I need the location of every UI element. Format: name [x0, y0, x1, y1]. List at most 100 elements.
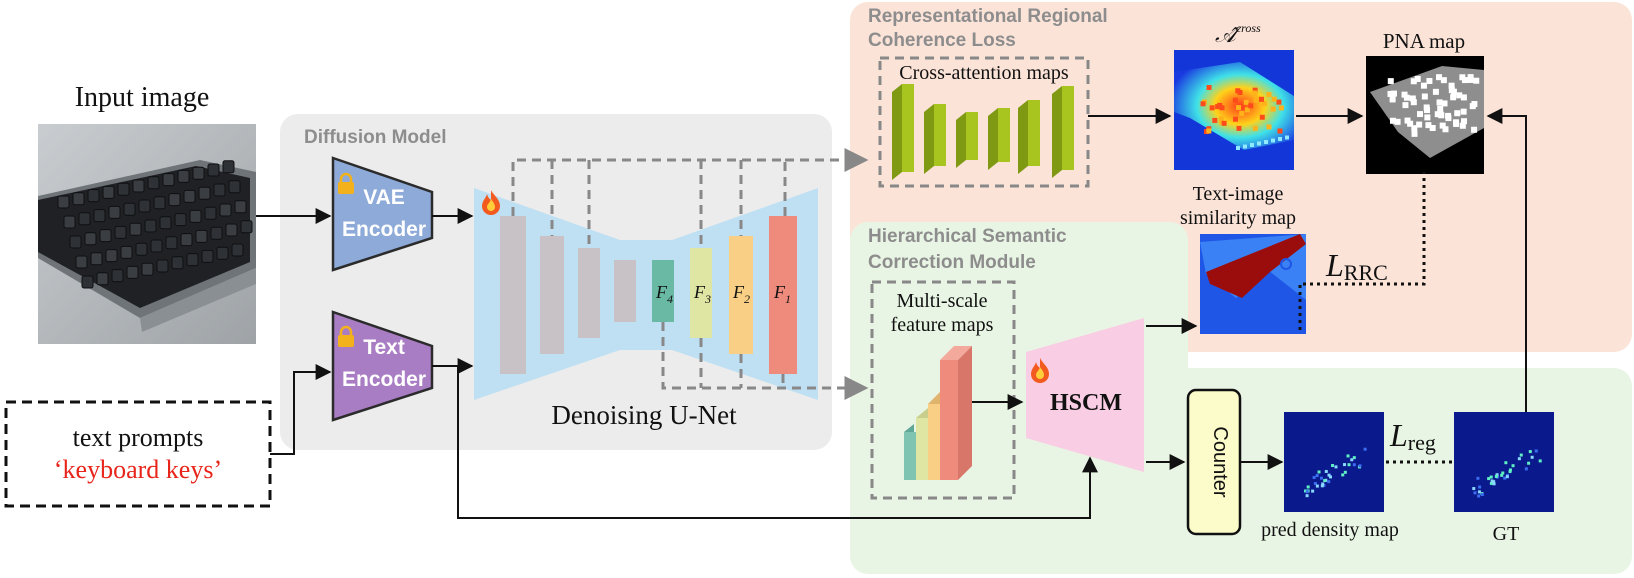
heat-speck: [1271, 138, 1275, 143]
pred-density-map: [1284, 412, 1384, 512]
text-encoder-line1: Text: [363, 336, 405, 359]
pna-pixel: [1450, 94, 1457, 101]
keyboard-key: [171, 256, 184, 270]
cross-attention-label: Cross-attention maps: [899, 62, 1069, 84]
density-point: [1317, 470, 1321, 474]
text-encoder-line2: Encoder: [342, 368, 426, 391]
pna-pixel: [1439, 122, 1446, 129]
density-point: [1494, 474, 1498, 478]
attention-map: [1028, 100, 1040, 166]
density-point: [1534, 449, 1538, 453]
pna-pixel: [1414, 75, 1421, 82]
keyboard-key: [213, 183, 226, 197]
keyboard-key: [198, 186, 211, 200]
heat-speck: [1218, 116, 1224, 122]
pna-pixel: [1460, 94, 1467, 101]
keyboard-key: [90, 252, 103, 266]
pna-pixel: [1417, 111, 1424, 118]
pna-pixel: [1387, 78, 1394, 85]
pna-pixel: [1436, 99, 1443, 106]
loss-rrc-link: [1298, 172, 1426, 330]
loss-reg: Lreg: [1389, 417, 1436, 455]
density-point: [1303, 489, 1307, 493]
pna-pixel: [1407, 120, 1414, 127]
density-point: [1321, 482, 1325, 486]
density-point: [1352, 456, 1356, 460]
vae-encoder-line1: VAE: [363, 186, 405, 209]
vae-encoder-line2: Encoder: [342, 218, 426, 241]
heat-speck: [1206, 85, 1212, 91]
keyboard-key: [69, 235, 82, 249]
pna-pixel: [1424, 114, 1431, 121]
density-point: [1327, 473, 1331, 477]
pna-pixel: [1409, 95, 1416, 102]
heat-speck: [1232, 97, 1238, 103]
density-point: [1489, 481, 1493, 485]
multiscale-label-line1: Multi-scale: [896, 290, 987, 312]
heat-speck: [1200, 101, 1206, 107]
density-point: [1327, 480, 1331, 484]
feature-taps: [661, 322, 869, 400]
heat-speck: [1266, 124, 1272, 130]
density-point: [1528, 450, 1532, 454]
attention-map-side: [1018, 100, 1028, 174]
heat-speck: [1248, 103, 1254, 109]
keyboard-key: [84, 232, 97, 246]
density-point: [1527, 461, 1531, 465]
fire-icon: [1031, 358, 1049, 383]
keyboard-key: [165, 236, 178, 250]
pna-pixel: [1453, 120, 1460, 127]
pna-pixel: [1471, 126, 1478, 133]
pna-pixel: [1437, 105, 1444, 112]
pna-pixel: [1411, 125, 1418, 132]
keyboard-key: [135, 242, 148, 256]
attention-map-side: [988, 108, 998, 170]
density-point: [1503, 476, 1507, 480]
hscm-block: [1026, 318, 1144, 472]
density-point: [1350, 458, 1354, 462]
keyboard-key: [63, 215, 76, 229]
keyboard-key: [81, 275, 94, 289]
pna-pixel: [1426, 78, 1433, 85]
density-point: [1476, 476, 1480, 480]
pna-pixel: [1404, 117, 1411, 124]
heat-speck: [1278, 137, 1282, 141]
keyboard-key: [225, 223, 238, 237]
density-point: [1343, 470, 1347, 474]
pna-pixel: [1461, 118, 1468, 125]
density-point: [1477, 490, 1481, 494]
pred-density-label: pred density map: [1261, 519, 1399, 541]
gt-label: GT: [1493, 523, 1520, 545]
pna-pixel: [1448, 87, 1455, 94]
density-point: [1320, 484, 1324, 488]
keyboard-key: [105, 249, 118, 263]
keyboard-key: [129, 222, 142, 236]
heat-speck: [1266, 92, 1272, 98]
keyboard-key: [222, 160, 235, 174]
attention-taps: [511, 148, 869, 248]
heat-speck: [1239, 110, 1245, 116]
rrc-arrows: [1088, 108, 1527, 416]
density-point: [1524, 467, 1528, 471]
unet-label: Denoising U-Net: [551, 400, 737, 430]
keyboard-key: [132, 179, 145, 193]
pna-pixel: [1389, 117, 1396, 124]
heat-speck: [1250, 143, 1254, 147]
density-point: [1472, 487, 1476, 491]
keyboard-key: [162, 173, 175, 187]
keyboard-key: [234, 200, 247, 214]
pna-pixel: [1423, 104, 1430, 111]
keyboard-key: [144, 219, 157, 233]
keyboard-key: [156, 259, 169, 273]
pna-pixel: [1445, 112, 1452, 119]
heat-speck: [1264, 140, 1268, 144]
pna-pixel: [1416, 121, 1423, 128]
density-point: [1352, 463, 1356, 467]
keyboard-key: [219, 203, 232, 217]
keyboard-key: [75, 255, 88, 269]
keyboard-key: [108, 205, 121, 219]
pna-pixel: [1429, 125, 1436, 132]
heat-speck: [1243, 144, 1247, 149]
density-point: [1315, 474, 1319, 478]
